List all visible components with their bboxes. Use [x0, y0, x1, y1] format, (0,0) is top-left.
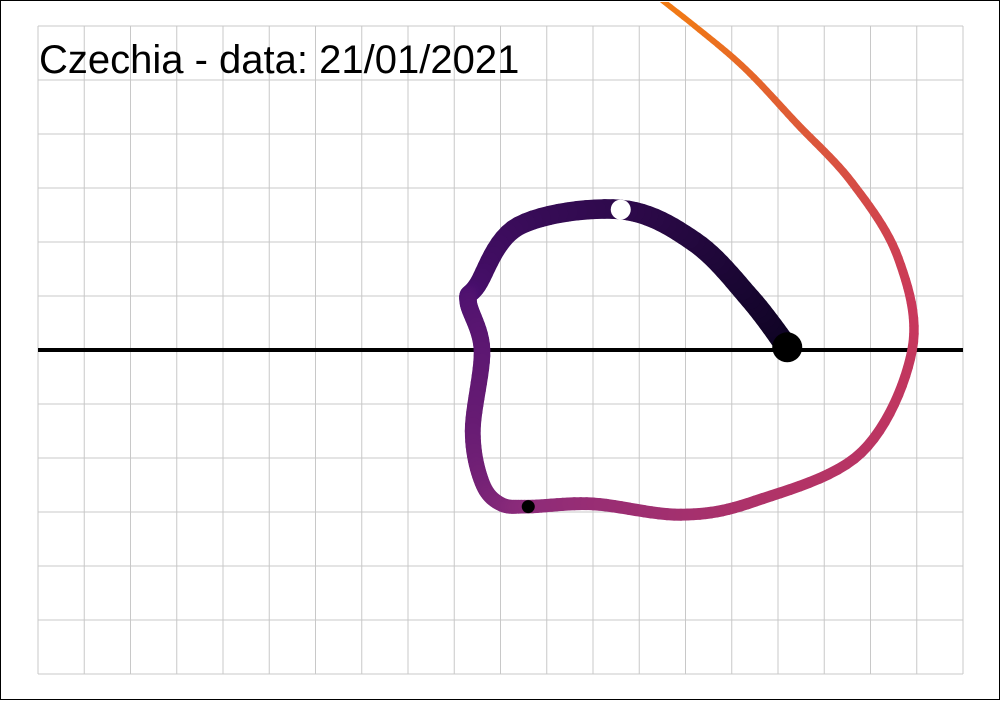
highlight-point-marker	[611, 200, 631, 220]
current-point-marker	[772, 332, 802, 362]
chart-title: Czechia - data: 21/01/2021	[39, 38, 519, 82]
small-point-marker	[522, 500, 535, 513]
trajectory-segment	[657, 1, 664, 2]
trajectory-curve	[468, 1, 914, 515]
markers	[522, 200, 803, 513]
